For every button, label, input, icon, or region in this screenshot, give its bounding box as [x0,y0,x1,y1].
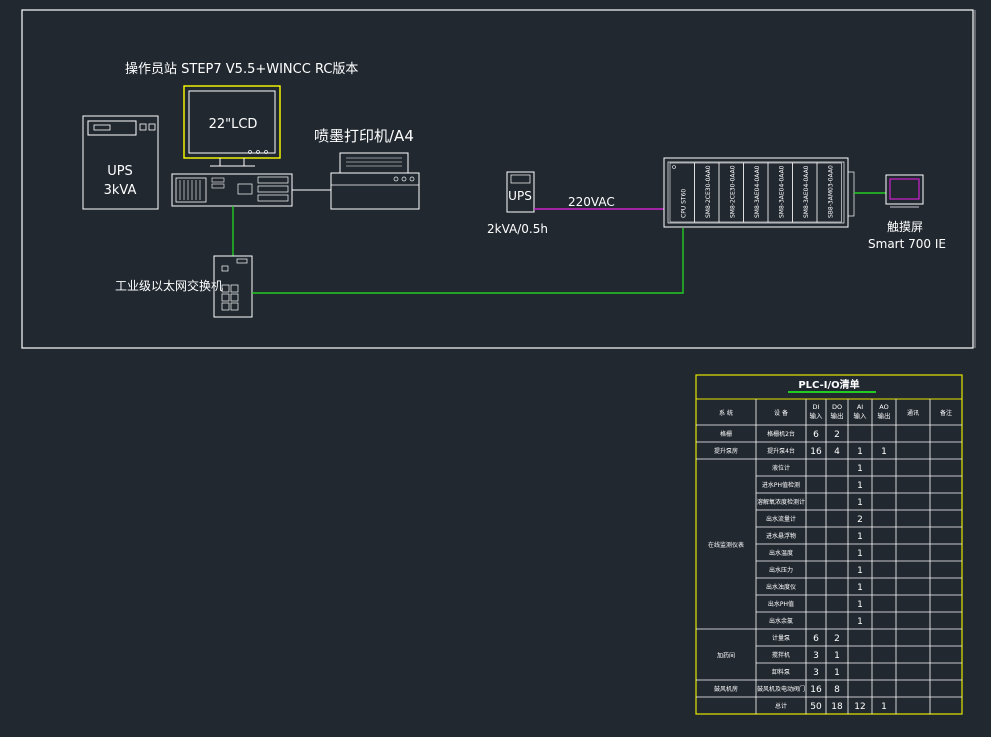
io-table: PLC-I/O清单系 统设 备DI输入DO输出AI输入AO输出通讯备注格栅格栅机… [696,375,962,714]
io-table-device: 格栅机2台 [767,430,795,438]
io-table-device: 出水压力 [769,566,793,574]
ethernet-switch-plc [252,228,683,293]
plc-module-label: SM8-2CE30-0AA0 [729,165,736,218]
io-table-device: 出水流量计 [766,515,796,523]
io-table-title: PLC-I/O清单 [798,378,859,391]
io-table-value-ao: 1 [881,447,887,457]
io-table-value-do: 1 [834,651,840,661]
io-table-value-do: 2 [834,430,840,440]
io-table-value-ai: 1 [857,583,863,593]
io-table-device: 出水温度 [769,549,793,557]
operator-station-label: 操作员站 STEP7 V5.5+WINCC RC版本 [125,61,358,77]
io-table-value-ai: 1 [857,532,863,542]
ups-large-label: UPS [107,164,133,179]
io-table-value-ai: 1 [857,498,863,508]
io-table-device: 提升泵4台 [767,447,795,455]
io-table-value-di: 6 [813,430,819,440]
lcd-monitor: 22"LCD [184,86,280,166]
io-table-device: 进水悬浮物 [766,532,796,540]
io-table-device: 搅拌机 [772,651,790,659]
io-table-header: DI [813,403,820,411]
io-table-value-ai: 1 [857,464,863,474]
io-table-device: 总计 [775,702,787,710]
plc-module-label: SM8-3AE04-0AA0 [803,165,810,218]
io-table-value-ai: 1 [857,600,863,610]
monitor-label: 22"LCD [209,117,258,132]
plc-module-label: SM8-3AE04-0AA0 [754,165,761,218]
io-table-device: 液位计 [772,464,790,472]
io-table-value-di: 16 [810,685,822,695]
io-table-system: 加药间 [717,652,735,660]
io-table-value-di: 16 [810,447,822,457]
io-table-header: 输出 [878,411,891,420]
io-table-value-do: 18 [831,702,843,712]
ups-small: UPS [507,172,534,212]
plc-module-label: SB8-3AM03-0AA0 [827,165,834,218]
plc-module-label: CPU ST60 [680,189,687,218]
io-table-value-ao: 1 [881,702,887,712]
io-table-header: 输出 [831,411,844,420]
io-table-value-do: 8 [834,685,840,695]
io-table-header: 系 统 [719,409,733,417]
io-table-device: 计量泵 [772,634,790,642]
plc-rack: CPU ST60 SM8-2CE30-0AA0 SM8-2CE30-0AA0 SM8-… [664,158,854,227]
io-table-value-do: 1 [834,668,840,678]
plc-module-label: SM8-3AE04-0AA0 [778,165,785,218]
io-table-value-ai: 12 [854,702,865,712]
ups-large: UPS 3kVA [83,116,158,209]
io-table-value-ai: 2 [857,515,863,525]
io-table-header: DO [832,403,842,411]
io-table-device: 卸料泵 [772,668,790,676]
io-table-value-di: 3 [813,668,819,678]
plc-module-label: SM8-2CE30-0AA0 [705,165,712,218]
hmi-model: Smart 700 IE [868,237,946,251]
io-table-device: 鼓风机及电动阀门 [757,685,805,693]
io-table-device: 出水PH值 [768,600,794,608]
io-table-system: 鼓风机房 [714,685,738,693]
io-table-header: 设 备 [774,409,788,417]
io-table-system: 提升泵房 [714,447,738,455]
io-table-device: 出水余氯 [769,617,793,625]
workstation-pc [172,174,292,206]
io-table-value-di: 50 [810,702,822,712]
io-table-header: AO [879,403,888,411]
io-table-header: 备注 [940,409,952,417]
io-table-value-ai: 1 [857,617,863,627]
ups-small-capacity: 2kVA/0.5h [487,222,548,236]
io-table-value-di: 3 [813,651,819,661]
io-table-header: AI [857,403,863,411]
io-table-value-do: 2 [834,634,840,644]
io-table-device: 进水PH值检测 [762,481,800,489]
io-table-header: 输入 [854,411,868,420]
hmi-label: 触摸屏 [887,220,923,234]
io-table-value-di: 6 [813,634,819,644]
ups-large-capacity: 3kVA [104,183,137,198]
ups-small-label: UPS [508,189,532,203]
io-table-value-ai: 1 [857,549,863,559]
hmi-touchscreen [886,175,923,207]
inkjet-printer [331,153,419,209]
io-table-value-ai: 1 [857,481,863,491]
io-table-device: 出水浊度仪 [766,583,796,591]
io-table-value-do: 4 [834,447,840,457]
io-table-system: 在线监测仪表 [708,541,744,549]
io-table-value-ai: 1 [857,447,863,457]
plc-module-group: CPU ST60 SM8-2CE30-0AA0 SM8-2CE30-0AA0 SM8-… [670,163,842,222]
io-table-header: 通讯 [907,409,919,417]
io-table-device: 溶解氧浓度检测计 [757,498,805,506]
switch-label: 工业级以太网交换机 [115,278,223,293]
io-table-value-ai: 1 [857,566,863,576]
power-label: 220VAC [568,195,615,209]
printer-label: 喷墨打印机/A4 [314,127,414,145]
io-table-header: 输入 [810,411,824,420]
io-table-system: 格栅 [720,430,732,438]
